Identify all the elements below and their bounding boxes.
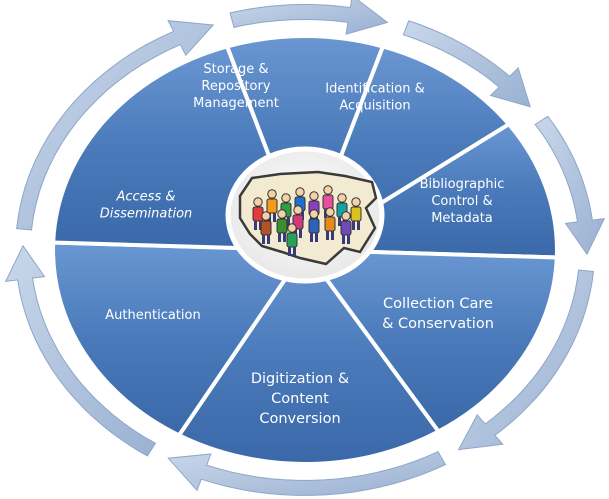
segment-label-line: Digitization &: [251, 371, 349, 387]
person-figure: [350, 197, 362, 230]
segment-label-line: Authentication: [105, 308, 200, 323]
person-figure: [260, 211, 272, 244]
segment-label-line: Bibliographic: [420, 177, 505, 192]
cycle-arrow-identification: [402, 20, 531, 108]
segment-label-line: Dissemination: [100, 207, 193, 222]
segment-label-collection-care: Collection Care & Conservation: [382, 296, 494, 332]
cycle-arrow-storage: [229, 0, 389, 35]
segment-label-line: Collection Care: [383, 296, 493, 312]
cycle-arrow-authentication: [4, 244, 157, 457]
segment-storage: [224, 34, 386, 256]
segment-label-access: Access & Dissemination: [100, 190, 193, 222]
person-figure: [340, 211, 352, 244]
segment-label-line: Conversion: [259, 411, 340, 427]
segment-label-line: Identification &: [325, 82, 425, 97]
person-figure: [324, 207, 336, 240]
people-crowd-on-us-map-icon: [238, 170, 378, 266]
person-figure: [276, 209, 288, 242]
segment-label-line: Content: [271, 391, 329, 407]
segment-label-line: Storage &: [203, 62, 268, 77]
segment-collection-care: [300, 247, 559, 435]
segment-authentication: [51, 240, 309, 438]
segment-digitization: [176, 246, 442, 466]
cycle-arrow-bibliographic: [534, 115, 606, 256]
segment-label-identification: Identification & Acquisition: [325, 82, 425, 114]
segment-label-line: Control &: [431, 194, 492, 209]
person-figure: [308, 209, 320, 242]
segment-label-line: Acquisition: [339, 99, 410, 114]
person-figure: [286, 223, 298, 256]
segment-label-authentication: Authentication: [105, 308, 200, 323]
cycle-arrow-access: [16, 20, 215, 231]
segment-label-line: Repository: [201, 79, 270, 94]
cycle-arrow-digitization: [167, 450, 447, 496]
cycle-arrow-collection-care: [457, 269, 594, 451]
person-figure: [292, 205, 304, 238]
segment-label-line: Access &: [115, 190, 175, 205]
center-disc: [225, 146, 385, 284]
segment-label-line: Management: [193, 96, 279, 111]
segment-label-line: Metadata: [431, 211, 493, 226]
segment-label-line: & Conservation: [382, 316, 494, 332]
